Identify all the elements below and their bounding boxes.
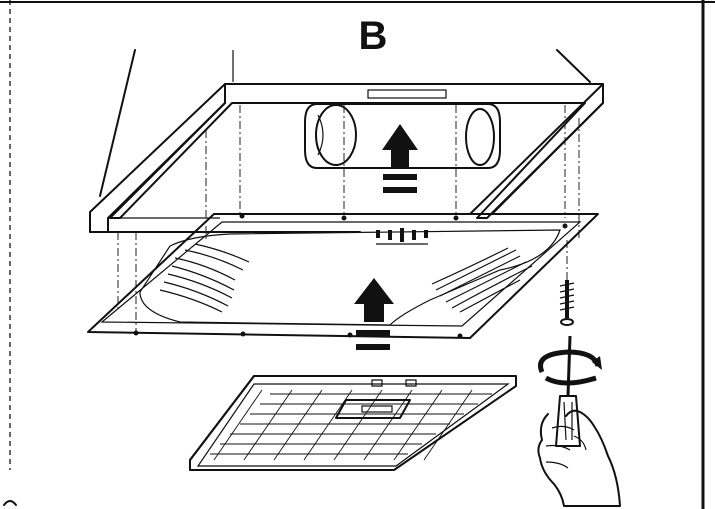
rotate-arrow-icon (538, 349, 602, 386)
suspension-cables (99, 49, 591, 197)
step-label: B (358, 14, 388, 58)
screw-icon (559, 280, 575, 326)
screw-holes (133, 213, 568, 339)
vent-slots-left (159, 243, 250, 313)
up-arrow-upper (382, 124, 418, 193)
bottom-panel (87, 213, 599, 339)
fan-motor (304, 103, 501, 169)
screwdriver-icon (555, 335, 581, 447)
up-arrow-lower (354, 278, 394, 350)
grease-filter (189, 375, 517, 471)
filter-mesh (210, 389, 492, 461)
control-buttons (376, 228, 428, 245)
hood-body (89, 83, 604, 233)
hand-icon (537, 409, 621, 507)
vent-slots-right (431, 247, 533, 313)
